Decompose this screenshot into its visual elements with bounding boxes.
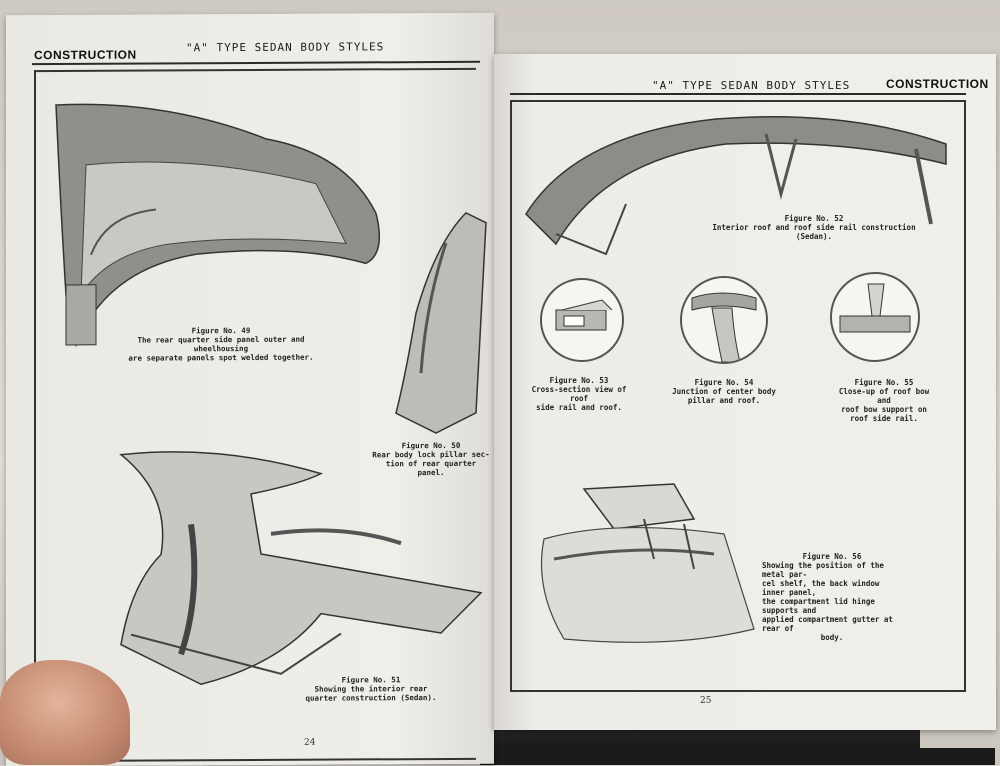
figure-49-illustration	[55, 103, 381, 348]
figure-52-text-line: Interior roof and roof side rail constru…	[712, 223, 916, 241]
figure-55-text-line: roof bow support on	[841, 405, 927, 414]
right-section-title: CONSTRUCTION	[886, 77, 989, 91]
figure-54-text-line: Junction of center body	[672, 387, 776, 396]
figure-56-text-line: body.	[820, 633, 844, 642]
right-page-number: 25	[700, 696, 712, 706]
book-base	[495, 748, 995, 765]
right-page-frame	[510, 100, 966, 692]
figure-55-text-line: roof side rail.	[850, 414, 918, 423]
figure-54-label: Figure No. 54	[694, 378, 754, 387]
figure-56-text-line: Showing the position of the metal par-	[762, 561, 884, 579]
figure-49-caption: Figure No. 49 The rear quarter side pane…	[116, 326, 326, 363]
figure-56-caption: Figure No. 56 Showing the position of th…	[762, 552, 902, 642]
figure-53-text-line: Cross-section view of roof	[531, 385, 627, 403]
left-page: CONSTRUCTION "A" TYPE SEDAN BODY STYLES …	[6, 12, 494, 766]
figure-52-illustration	[525, 116, 947, 256]
figure-49-text-line: are separate panels spot welded together…	[128, 352, 314, 363]
right-header-rule	[510, 93, 966, 95]
figure-55-label: Figure No. 55	[854, 378, 914, 387]
figure-55-illustration	[830, 272, 920, 362]
figure-56-text-line: the compartment lid hinge supports and	[762, 597, 875, 615]
left-running-header: "A" TYPE SEDAN BODY STYLES	[186, 40, 385, 55]
figure-52-caption: Figure No. 52 Interior roof and roof sid…	[704, 214, 924, 241]
figure-54-caption: Figure No. 54 Junction of center body pi…	[664, 378, 784, 405]
right-running-header: "A" TYPE SEDAN BODY STYLES	[652, 79, 851, 92]
right-page: "A" TYPE SEDAN BODY STYLES CONSTRUCTION …	[494, 54, 996, 730]
figure-56-illustration	[540, 483, 755, 643]
figure-51-caption: Figure No. 51 Showing the interior rear …	[296, 675, 446, 703]
figure-56-text-line: cel shelf, the back window inner panel,	[762, 579, 880, 597]
figure-54-illustration	[680, 276, 768, 364]
figure-55-caption: Figure No. 55 Close-up of roof bow and r…	[834, 378, 934, 423]
figure-53-illustration	[540, 278, 624, 362]
figure-56-text-line: applied compartment gutter at rear of	[762, 615, 893, 633]
figure-51-text-line: quarter construction (Sedan).	[305, 693, 437, 703]
figure-53-label: Figure No. 53	[549, 376, 609, 385]
figure-53-caption: Figure No. 53 Cross-section view of roof…	[524, 376, 634, 412]
figure-50-illustration	[395, 211, 487, 434]
left-page-number: 24	[304, 737, 316, 748]
figure-56-label: Figure No. 56	[802, 552, 862, 561]
figure-52-label: Figure No. 52	[784, 214, 844, 223]
holding-thumb	[0, 660, 130, 765]
figure-55-text-line: Close-up of roof bow and	[838, 387, 930, 405]
figure-54-text-line: pillar and roof.	[687, 396, 761, 405]
left-section-title: CONSTRUCTION	[34, 47, 137, 63]
figure-53-text-line: side rail and roof.	[536, 403, 622, 412]
figure-49-text-line: The rear quarter side panel outer and wh…	[137, 334, 305, 354]
figure-51-illustration	[119, 451, 483, 686]
